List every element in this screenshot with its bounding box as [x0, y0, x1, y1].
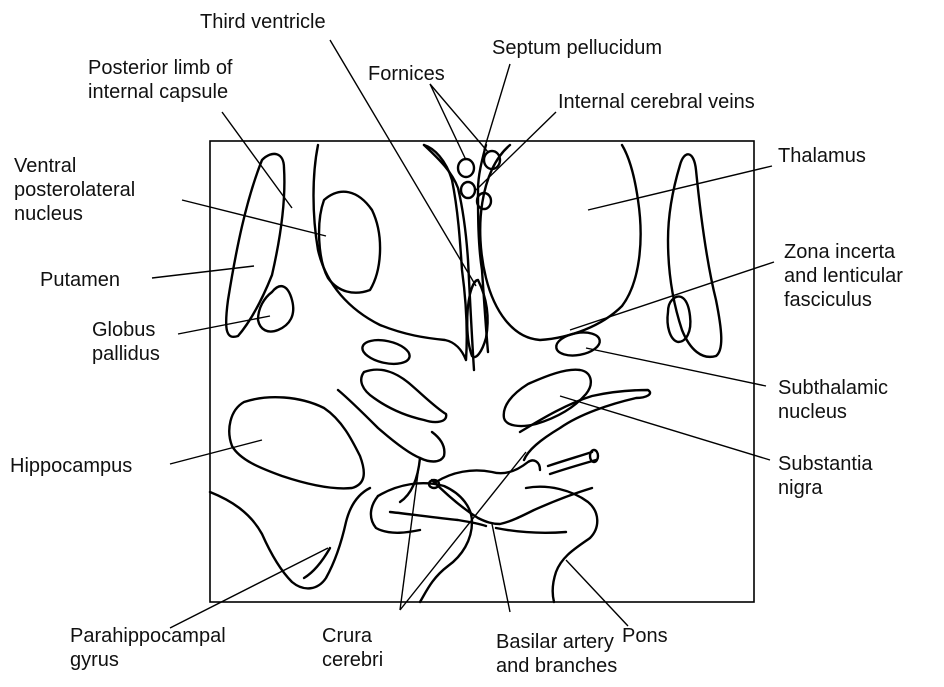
parahippocampal-gyrus-outline — [210, 488, 370, 588]
vpl-nucleus-outline — [319, 192, 380, 293]
subthalamic-nucleus-right — [554, 329, 601, 358]
label-subthalamic-nucleus: Subthalamic nucleus — [778, 376, 888, 424]
thalamus-right-outline — [480, 145, 640, 340]
substantia-nigra-left-outline — [361, 370, 446, 422]
label-globus-pallidus: Globus pallidus — [92, 318, 160, 366]
pons-right-outline — [526, 487, 597, 602]
label-crura-cerebri: Crura cerebri — [322, 624, 383, 672]
leader-pons — [566, 560, 628, 626]
leader-zona-incerta — [570, 262, 774, 330]
label-hippocampus: Hippocampus — [10, 454, 132, 478]
label-basilar-artery: Basilar artery and branches — [496, 630, 617, 678]
leader-vpl — [182, 200, 326, 236]
leader-basilar — [492, 524, 510, 612]
midbrain-lower-outline — [436, 460, 540, 482]
leader-crura-1 — [400, 458, 420, 610]
label-septum-pellucidum: Septum pellucidum — [492, 36, 662, 60]
septum-right-edge — [478, 145, 488, 352]
label-substantia-nigra: Substantia nigra — [778, 452, 873, 500]
leader-thalamus — [588, 166, 772, 210]
basilar-artery-tube — [548, 452, 596, 474]
leader-fornices-1 — [430, 84, 466, 160]
label-third-ventricle: Third ventricle — [200, 10, 326, 34]
putamen-left-outline — [226, 154, 284, 337]
thalamus-left-outline — [314, 145, 467, 360]
leader-septum-pellucidum — [484, 64, 510, 150]
internal-cerebral-vein-left — [461, 182, 475, 198]
pons-outline — [378, 483, 472, 602]
fornix-upper-left — [458, 159, 474, 177]
leader-subthalamic — [586, 348, 766, 386]
basilar-branch-right — [496, 528, 566, 533]
label-thalamus: Thalamus — [778, 144, 866, 168]
label-pons: Pons — [622, 624, 668, 648]
basilar-artery — [432, 480, 592, 524]
label-putamen: Putamen — [40, 268, 120, 292]
label-fornices: Fornices — [368, 62, 445, 86]
parahippocampal-gyrus-inner — [304, 548, 330, 578]
label-zona-incerta: Zona incerta and lenticular fasciculus — [784, 240, 903, 312]
label-vpl-nucleus: Ventral posterolateral nucleus — [14, 154, 135, 226]
leader-lines — [152, 40, 774, 628]
crus-cerebri-right-outline — [520, 390, 650, 460]
label-posterior-limb: Posterior limb of internal capsule — [88, 56, 233, 104]
label-parahippocampal-gyrus: Parahippocampal gyrus — [70, 624, 226, 672]
label-internal-cerebral-veins: Internal cerebral veins — [558, 90, 755, 114]
leader-putamen — [152, 266, 254, 278]
subthalamic-nucleus-left — [360, 336, 412, 367]
leader-globus-pallidus — [178, 316, 270, 334]
